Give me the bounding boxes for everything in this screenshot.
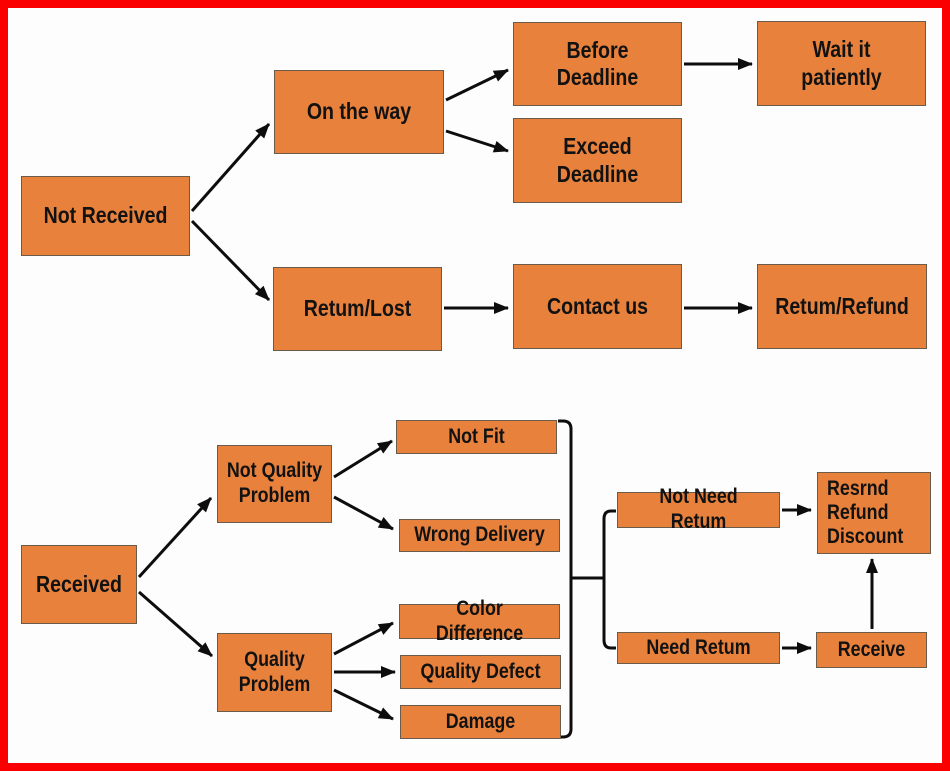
arrow-not-received-to-return-lost [190, 219, 271, 302]
arrow-quality-problem-to-color-difference [333, 621, 394, 656]
node-on-the-way: On the way [274, 70, 444, 154]
arrow-received-to-not-quality-problem [137, 496, 213, 579]
node-wait-it-patiently: Wait it patiently [757, 21, 926, 106]
node-not-need-return: Not Need Retum [617, 485, 780, 533]
node-color-difference: Color Difference [399, 597, 560, 645]
node-wrong-delivery: Wrong Delivery [399, 519, 560, 552]
arrow-not-quality-problem-to-wrong-delivery [333, 495, 394, 531]
node-resrnd-refund-discount: Resrnd Refund Discount [817, 472, 931, 554]
node-exceed-deadline: Exceed Deadline [513, 118, 682, 203]
node-damage: Damage [400, 705, 561, 739]
node-not-quality-problem: Not Quality Problem [217, 445, 332, 523]
node-quality-problem: Quality Problem [217, 633, 332, 712]
node-received: Received [21, 545, 137, 624]
arrow-on-the-way-to-before-deadline [445, 68, 509, 102]
node-quality-defect: Quality Defect [400, 655, 561, 689]
arrow-not-quality-problem-to-not-fit [333, 439, 393, 479]
bracket-outcomes-group [558, 419, 573, 739]
arrow-quality-problem-to-damage [333, 688, 394, 721]
node-receive: Receive [816, 632, 927, 668]
node-return-lost: Retum/Lost [273, 267, 442, 351]
arrow-not-received-to-on-the-way [190, 123, 271, 212]
bracket-return-split [602, 509, 616, 650]
node-need-return: Need Retum [617, 632, 780, 664]
arrow-on-the-way-to-exceed-deadline [445, 129, 509, 153]
node-not-fit: Not Fit [396, 420, 557, 454]
node-not-received: Not Received [21, 176, 190, 256]
node-before-deadline: Before Deadline [513, 22, 682, 106]
node-contact-us: Contact us [513, 264, 682, 349]
node-return-refund: Retum/Refund [757, 264, 927, 349]
arrow-received-to-quality-problem [138, 590, 213, 658]
